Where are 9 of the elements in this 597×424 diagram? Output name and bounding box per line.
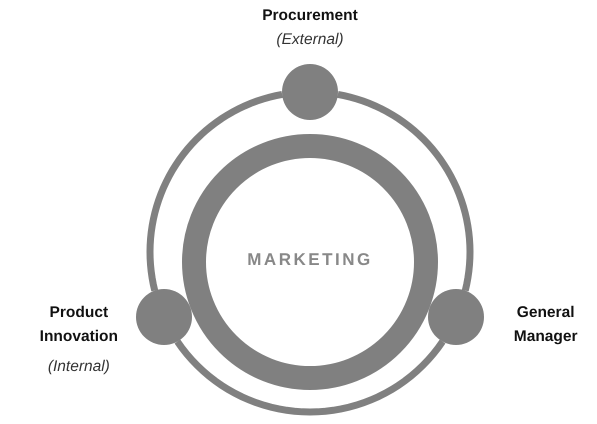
ring-arc <box>174 340 446 416</box>
node-note: (External) <box>275 30 345 50</box>
node-label: Procurement <box>261 6 359 26</box>
ring-arc <box>337 91 474 292</box>
node-label: General Manager <box>512 303 579 348</box>
node-label: Product Innovation <box>38 303 119 348</box>
center-title: MARKETING <box>246 249 374 271</box>
node-note: (Internal) <box>46 357 111 378</box>
ring-arc <box>146 91 283 292</box>
